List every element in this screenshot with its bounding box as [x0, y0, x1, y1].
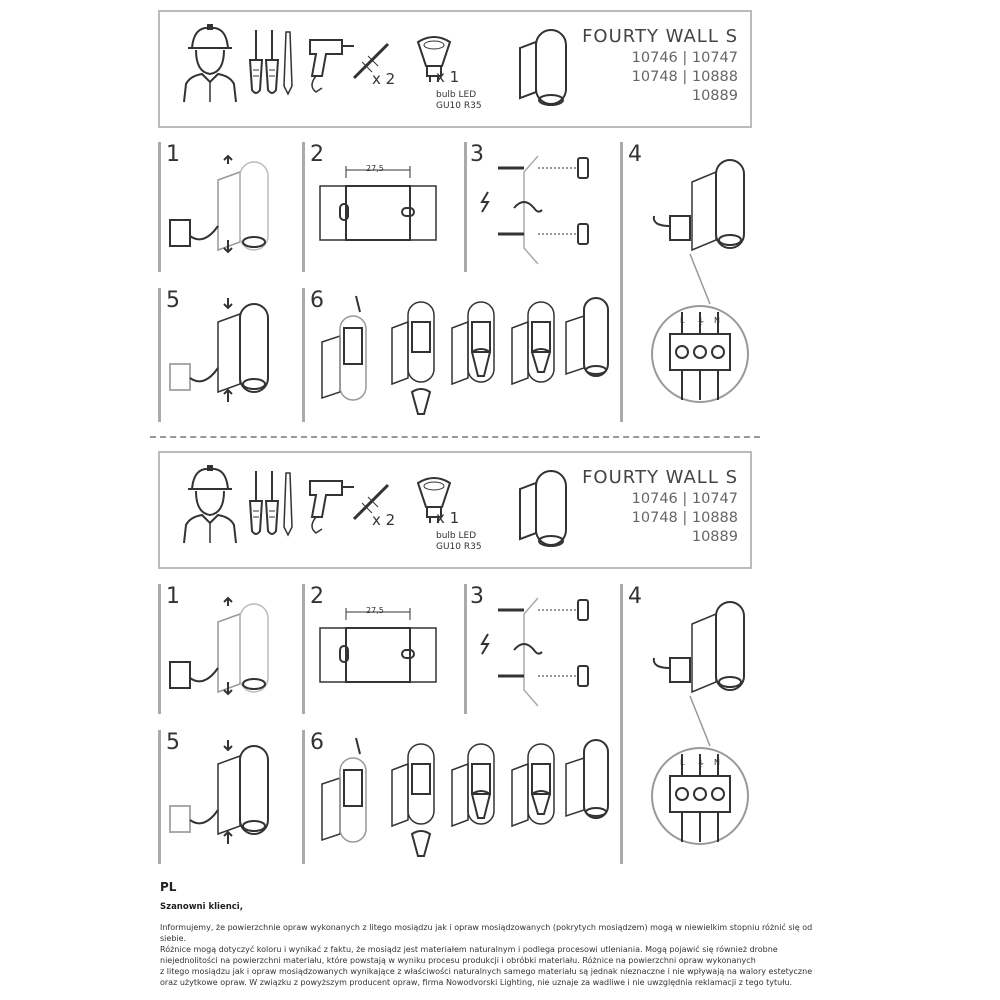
- step-number-1: 1: [166, 142, 180, 167]
- step-4-illustration: [652, 601, 745, 694]
- step-number-5: 5: [166, 288, 180, 313]
- screwdriver-icon: [248, 471, 293, 537]
- terminal-label-l: L: [680, 316, 685, 325]
- separator: [158, 584, 161, 714]
- step-number-6: 6: [310, 288, 324, 313]
- bulb-label: bulb LED GU10 R35: [436, 90, 482, 111]
- cut-line: [150, 436, 760, 438]
- terminal-label-earth: ⏚: [697, 759, 705, 768]
- gu10-bulb-icon: [416, 477, 452, 523]
- language-heading: PL: [160, 880, 177, 894]
- product-header: x 2 x 1 bulb LED GU10 R35 FOURTY WALL S …: [158, 10, 752, 128]
- mounting-bracket-illustration: [319, 608, 437, 683]
- step-number-2: 2: [310, 142, 324, 167]
- separator: [158, 288, 161, 422]
- product-title: FOURTY WALL S 10746 | 10747 10748 | 1088…: [582, 26, 738, 104]
- gu10-bulb-icon: [416, 36, 452, 82]
- mounting-bracket-illustration: [319, 166, 437, 241]
- notice-text: PL Szanowni klienci, Informujemy, że pow…: [160, 880, 840, 988]
- terminal-label-earth: ⏚: [697, 317, 705, 326]
- drill-icon: [309, 39, 354, 93]
- wall-anchor-icon: [352, 483, 390, 521]
- separator: [158, 142, 161, 272]
- step-number-3: 3: [470, 142, 484, 167]
- terminal-label-n: N: [714, 758, 720, 767]
- terminal-label-n: N: [714, 316, 720, 325]
- step-number-2: 2: [310, 584, 324, 609]
- terminal-block-detail: [651, 253, 749, 403]
- drill-icon: [309, 480, 354, 534]
- separator: [620, 142, 623, 422]
- anchor-quantity: x 2: [372, 511, 396, 529]
- terminal-label-l: L: [680, 758, 685, 767]
- step-number-1: 1: [166, 584, 180, 609]
- separator: [464, 142, 467, 272]
- dimension-label: 27,5: [366, 606, 384, 615]
- dimension-label: 27,5: [366, 164, 384, 173]
- step-1-illustration: [169, 154, 269, 254]
- terminal-block-detail: [651, 695, 749, 845]
- step-1-illustration: [169, 596, 269, 696]
- step-number-3: 3: [470, 584, 484, 609]
- screwdriver-icon: [248, 30, 293, 96]
- separator: [302, 288, 305, 422]
- step-5-illustration: [169, 298, 269, 402]
- bulb-quantity: x 1: [436, 68, 460, 86]
- separator: [620, 584, 623, 864]
- step-number-4: 4: [628, 584, 642, 609]
- anchor-quantity: x 2: [372, 70, 396, 88]
- installer-icon: [183, 24, 237, 103]
- separator: [302, 730, 305, 864]
- notice-paragraph: Informujemy, że powierzchnie opraw wykon…: [160, 923, 813, 987]
- screw-install-illustration: [480, 597, 589, 707]
- separator: [464, 584, 467, 714]
- bulb-quantity: x 1: [436, 509, 460, 527]
- bulb-install-illustration: [321, 737, 609, 857]
- step-4-illustration: [652, 159, 745, 252]
- installer-icon: [183, 465, 237, 544]
- separator: [302, 142, 305, 272]
- bulb-label: bulb LED GU10 R35: [436, 531, 482, 552]
- separator: [302, 584, 305, 714]
- bulb-install-illustration: [321, 295, 609, 415]
- step-number-5: 5: [166, 730, 180, 755]
- product-title: FOURTY WALL S 10746 | 10747 10748 | 1088…: [582, 467, 738, 545]
- greeting: Szanowni klienci,: [160, 902, 243, 912]
- step-5-illustration: [169, 740, 269, 844]
- screw-install-illustration: [480, 155, 589, 265]
- lamp-product-icon: [519, 470, 567, 547]
- step-number-4: 4: [628, 142, 642, 167]
- product-header: x 2 x 1 bulb LED GU10 R35 FOURTY WALL S …: [158, 451, 752, 569]
- wall-anchor-icon: [352, 42, 390, 80]
- lamp-product-icon: [519, 29, 567, 106]
- step-number-6: 6: [310, 730, 324, 755]
- separator: [158, 730, 161, 864]
